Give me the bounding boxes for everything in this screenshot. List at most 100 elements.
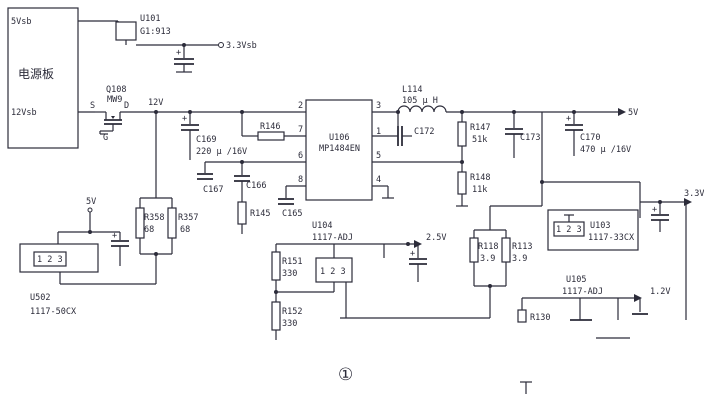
r118-ref: R118 [478,242,498,252]
arrow-1v2 [634,294,642,302]
r113-ref: R113 [512,242,532,252]
u103-pin-nums: 1 2 3 [556,225,582,235]
r130-body [517,309,527,323]
rail-3v3sb: 3.3Vsb [226,41,257,51]
r151-value: 330 [282,269,297,279]
node-fb [460,160,464,164]
r357-body [167,207,177,239]
c169-ref: C169 [196,135,216,145]
u103-part: 1117-33CX [588,233,635,243]
node-r151-r152 [274,290,278,294]
r145-ref: R145 [250,209,270,219]
power-board-label: 电源板 [18,67,54,81]
cap-3v3sb-plus: + [176,48,181,58]
r148-ref: R148 [470,173,490,183]
u106-pin7: 7 [298,125,303,135]
r146-body [257,131,285,141]
c173-ref: C173 [520,133,540,143]
c172-ref: C172 [414,127,434,137]
rail-3v3-label: 3.3V [684,189,704,199]
pin-label-5vsb: 5Vsb [11,17,31,27]
r148-body [457,171,467,195]
u105-ref: U105 [566,275,586,285]
c170-value: 470 μ /16V [580,145,631,155]
u502-ref: U502 [30,293,50,303]
r145-body [237,201,247,225]
c167-ref: C167 [203,185,223,195]
u106-pin5: 5 [376,151,381,161]
inductor-l114 [397,105,447,113]
r147-body [457,121,467,147]
r152-ref: R152 [282,307,302,317]
u101-ref: U101 [140,14,160,24]
r113-value: 3.9 [512,254,527,264]
node-5v-left [88,230,92,234]
pin-label-12vsb: 12Vsb [11,108,37,118]
mosfet-part: MW9 [107,95,122,105]
rail-2v5-label: 2.5V [426,233,446,243]
c169-plus: + [182,114,187,124]
r148-value: 11k [472,185,487,195]
u502-part: 1117-50CX [30,307,77,317]
u106-body [305,99,373,201]
r152-value: 330 [282,319,297,329]
r358-value: 68 [144,225,154,235]
r152-body [271,301,281,331]
u106-pin4: 4 [376,175,381,185]
u101-part: G1:913 [140,27,171,37]
r151-body [271,251,281,281]
r357-value: 68 [180,225,190,235]
c170-plus: + [566,114,571,124]
figure-number: ① [338,365,353,385]
r113-body [501,237,511,263]
cap-2v5-plus: + [410,249,415,259]
rail-5v-left-label: 5V [86,197,96,207]
power-board [7,7,79,149]
c169-value: 220 μ /16V [196,147,247,157]
arrow-3v3 [684,198,692,206]
u106-pin6: 6 [298,151,303,161]
u104-part: 1117-ADJ [312,233,353,243]
u104-ref: U104 [312,221,332,231]
mosfet-pin-g: G [103,133,108,143]
u101-body [115,21,137,41]
r118-value: 3.9 [480,254,495,264]
inductor-value: 105 μ H [402,96,438,106]
terminal-3v3sb [218,42,224,48]
u104-pin-nums: 1 2 3 [320,267,346,277]
u502-pin-nums: 1 2 3 [37,255,63,265]
mosfet-ref: Q108 [106,85,126,95]
cap-3v3-plus: + [652,205,657,215]
r147-ref: R147 [470,123,490,133]
u106-pin8: 8 [298,175,303,185]
c166-ref: C166 [246,181,266,191]
node-2v5 [406,242,410,246]
rail-5v-label: 5V [628,108,638,118]
mosfet-pin-s: S [90,101,95,111]
u105-part: 1117-ADJ [562,287,603,297]
u502-pins [33,251,67,267]
arrow-5v [618,108,626,116]
u103-ref: U103 [590,221,610,231]
c165-ref: C165 [282,209,302,219]
u106-pin3: 3 [376,101,381,111]
u106-pin1: 1 [376,127,381,137]
cap-5v-left-plus: + [112,231,117,241]
u106-part: MP1484EN [319,144,360,154]
inductor-ref: L114 [402,85,422,95]
u106-ref: U106 [329,133,349,143]
terminal-5v-left [87,207,93,213]
u106-pin2: 2 [298,101,303,111]
rail-12v-label: 12V [148,98,163,108]
r147-value: 51k [472,135,487,145]
c170-ref: C170 [580,133,600,143]
r357-ref: R357 [178,213,198,223]
r358-ref: R358 [144,213,164,223]
mosfet-pin-d: D [124,101,129,111]
r358-body [135,207,145,239]
r151-ref: R151 [282,257,302,267]
r118-body [469,237,479,263]
rail-1v2-label: 1.2V [650,287,670,297]
mosfet-symbol [95,111,122,135]
